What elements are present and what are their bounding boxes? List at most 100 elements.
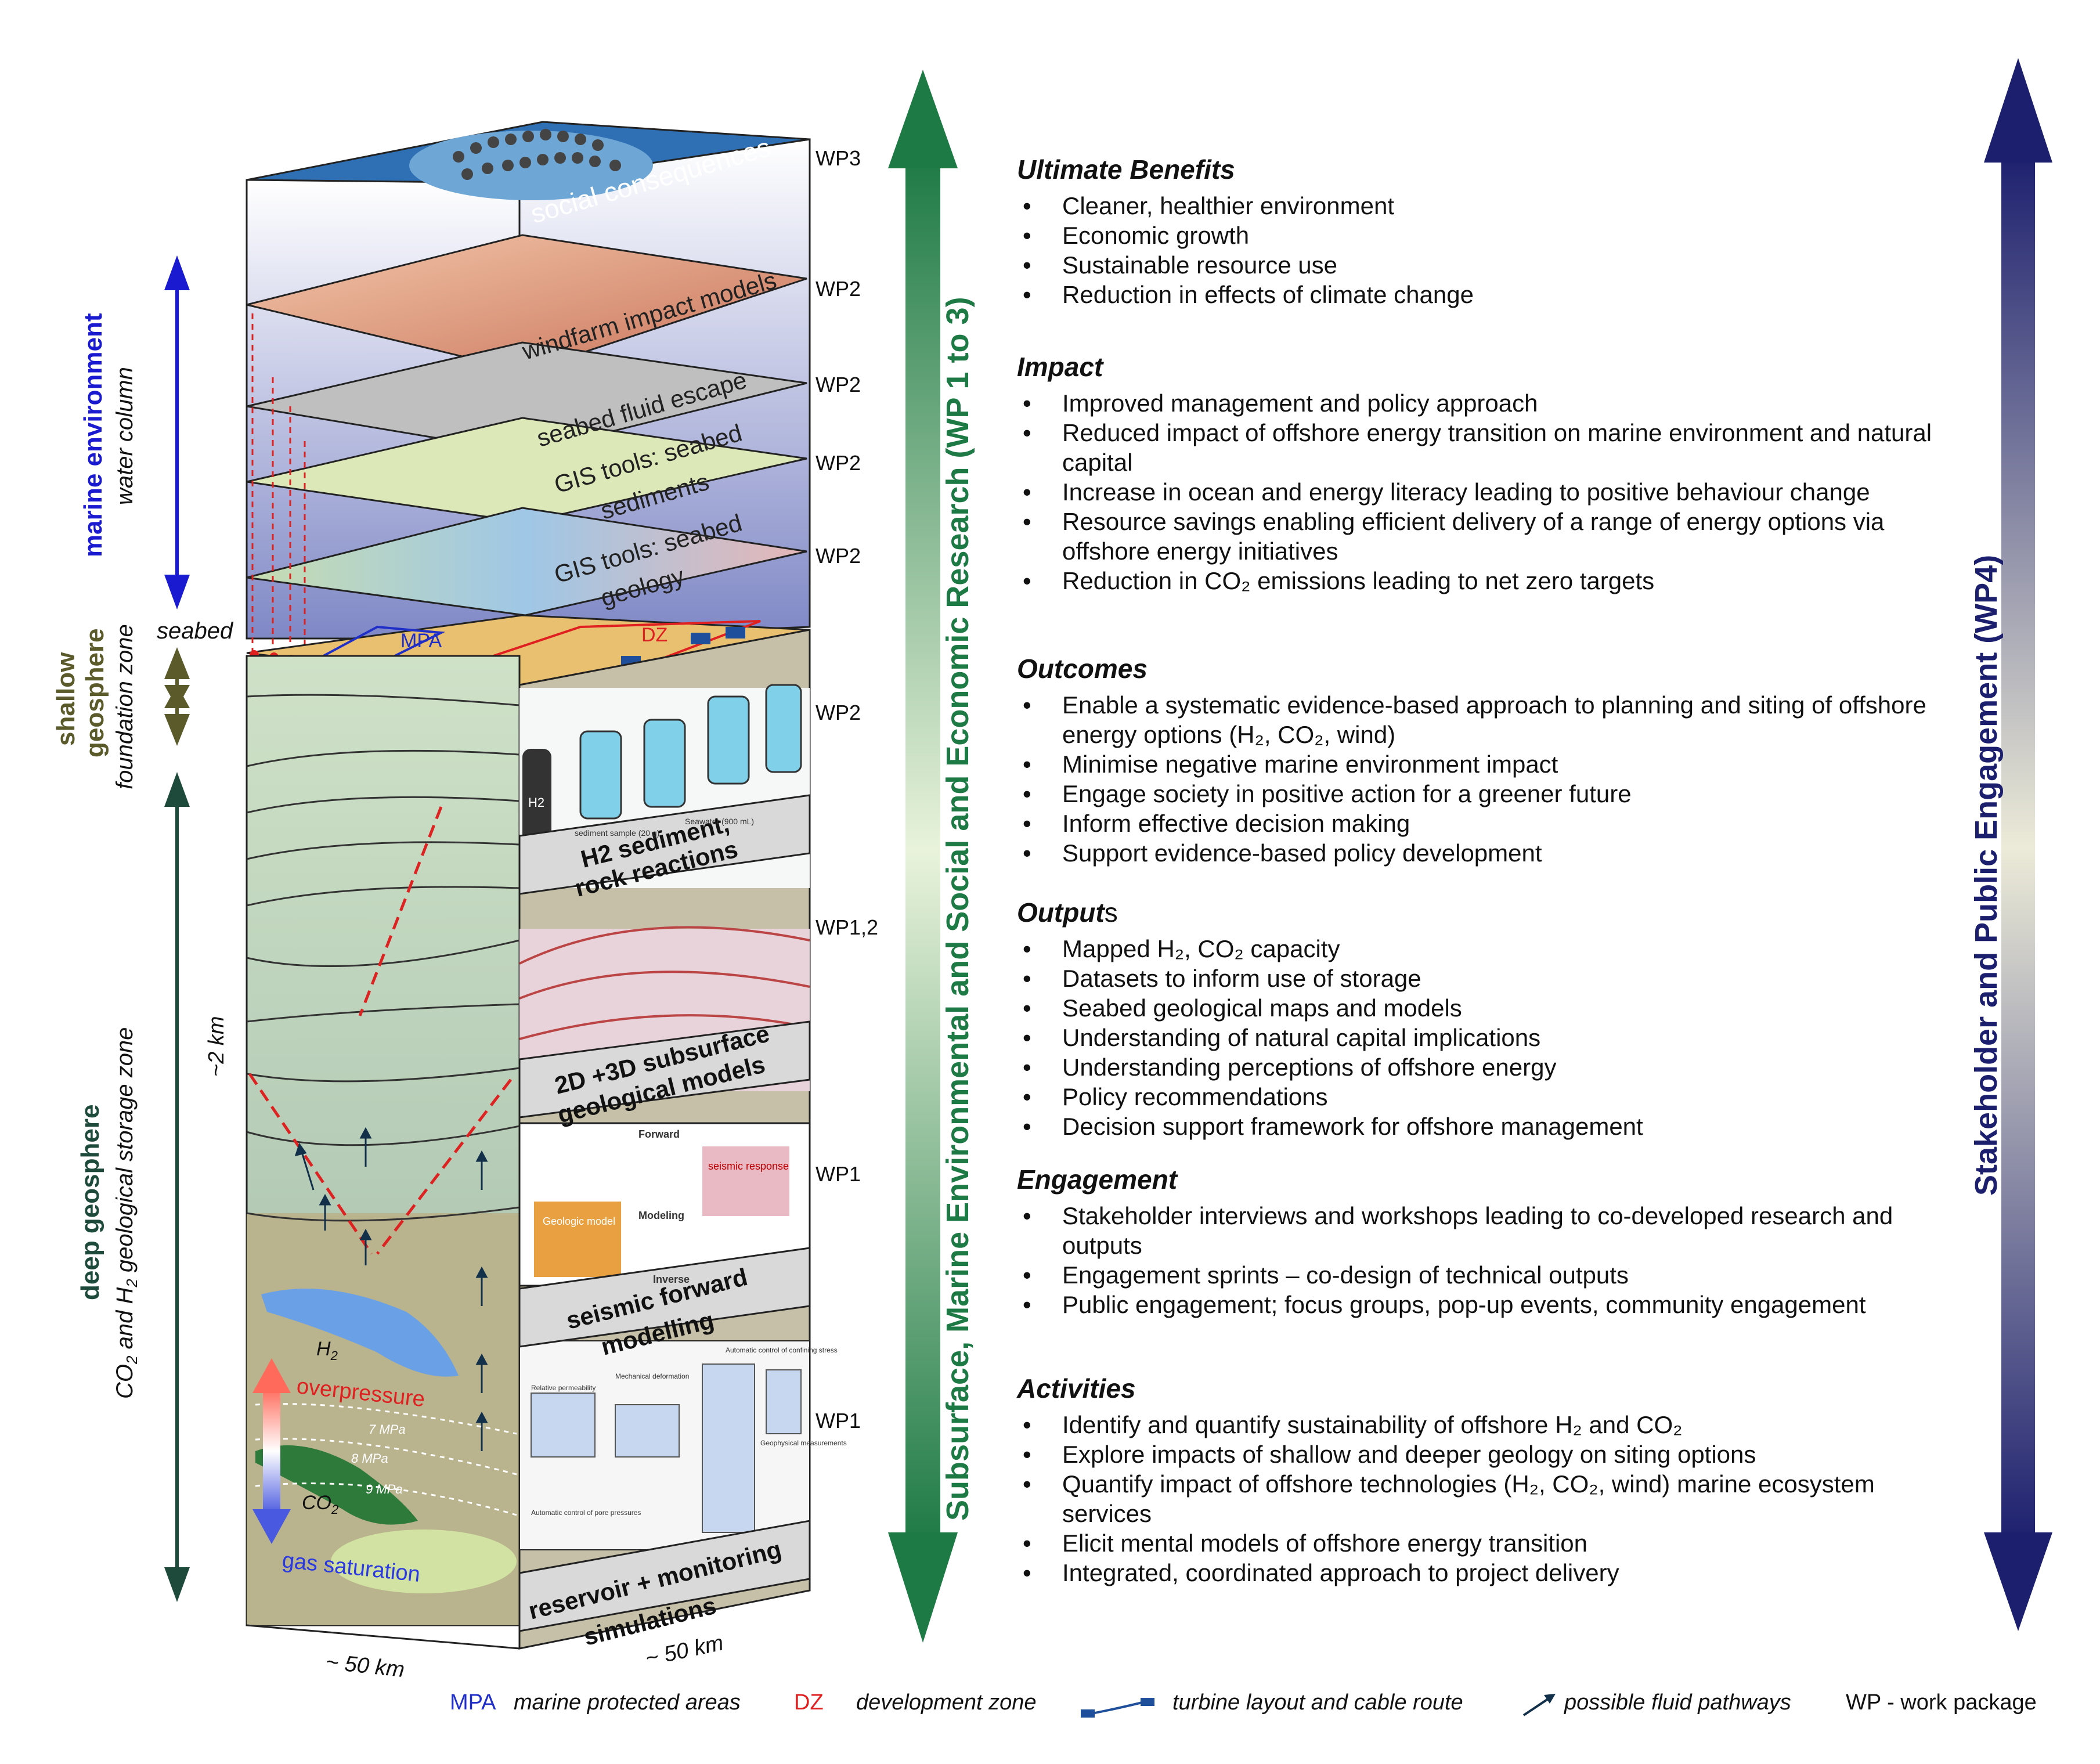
list-item: •Quantify impact of offshore technologie… bbox=[1023, 1470, 1875, 1527]
shallow-arrow bbox=[164, 647, 190, 746]
seismic-horizons bbox=[519, 926, 810, 1040]
label-strips bbox=[518, 794, 811, 1632]
crowd-people bbox=[453, 129, 621, 180]
sample-lines bbox=[251, 313, 306, 668]
list-item: •Resource savings enabling efficient del… bbox=[1023, 508, 1885, 565]
label-width-right: ~ 50 km bbox=[643, 1630, 726, 1671]
label-co2-plume: CO2 bbox=[302, 1492, 338, 1517]
label-geologic-model: Geologic model bbox=[543, 1215, 615, 1227]
wp-label: WP2 bbox=[816, 451, 861, 475]
navy-arrow-label: Stakeholder and Public Engagement (WP4) bbox=[1969, 555, 2004, 1196]
list-item: •Integrated, coordinated approach to pro… bbox=[1023, 1559, 1619, 1586]
gis-sediments-layer bbox=[246, 417, 807, 524]
windfarm-layer bbox=[246, 234, 807, 373]
label-mpa9: 9 MPa bbox=[366, 1482, 403, 1496]
fluid-arrows bbox=[294, 1127, 488, 1451]
turbine-cable-icon bbox=[1081, 1698, 1154, 1718]
pressure-arrow-up bbox=[252, 1358, 291, 1393]
label-seabed: seabed bbox=[157, 618, 234, 644]
label-h2-plume: H2 bbox=[316, 1338, 338, 1363]
h2-plume bbox=[261, 1289, 459, 1377]
list-item: •Engagement sprints – co-design of techn… bbox=[1023, 1261, 1629, 1289]
wp-label: WP1 bbox=[816, 1162, 861, 1186]
fluid-arrow-icon bbox=[1522, 1694, 1556, 1716]
seabed-fluid-layer bbox=[246, 341, 807, 454]
label-marine: marine environment bbox=[79, 313, 107, 557]
list-item: •Reduction in effects of climate change bbox=[1023, 281, 1474, 308]
list-item: •Inform effective decision making bbox=[1023, 810, 1410, 837]
base-line bbox=[246, 1624, 520, 1650]
section-outcomes: Outcomes •Enable a systematic evidence-b… bbox=[1010, 653, 1962, 868]
list-item: •Mapped H₂, CO₂ capacity bbox=[1023, 935, 1340, 962]
lab-apparatus-parts bbox=[531, 1363, 802, 1533]
list-item: •Engage society in positive action for a… bbox=[1023, 780, 1632, 807]
pressure-contours bbox=[255, 1403, 517, 1516]
legend-dz-abbr: DZ bbox=[794, 1690, 824, 1715]
section-title: Engagement bbox=[1017, 1164, 1178, 1195]
section-ultimate-benefits: Ultimate Benefits •Cleaner, healthier en… bbox=[1010, 154, 1962, 309]
label-depth: ~2 km bbox=[204, 1016, 229, 1077]
section-list: •Identify and quantify sustainability of… bbox=[1010, 1410, 1962, 1588]
list-item: •Policy recommendations bbox=[1023, 1083, 1328, 1110]
legend: MPA marine protected areas DZ developmen… bbox=[450, 1690, 2037, 1718]
list-item: •Economic growth bbox=[1023, 222, 1250, 249]
section-list: •Enable a systematic evidence-based appr… bbox=[1010, 690, 1962, 868]
wp-label: WP1,2 bbox=[816, 915, 878, 939]
label-seawater: Seawater (900 mL) bbox=[685, 817, 754, 826]
list-item: •Public engagement; focus groups, pop-up… bbox=[1023, 1291, 1866, 1318]
label-mpa8: 8 MPa bbox=[351, 1451, 388, 1466]
geologic-model-cube bbox=[534, 1202, 621, 1277]
section-list: •Cleaner, healthier environment •Economi… bbox=[1010, 191, 1962, 309]
legend-fluid-text: possible fluid pathways bbox=[1564, 1690, 1791, 1715]
label-mech-def: Mechanical deformation bbox=[615, 1372, 689, 1380]
label-water-column: water column bbox=[112, 367, 138, 505]
list-item: •Stakeholder interviews and workshops le… bbox=[1023, 1202, 1893, 1259]
list-item: •Cleaner, healthier environment bbox=[1023, 192, 1395, 219]
list-item: •Support evidence-based policy developme… bbox=[1023, 839, 1542, 867]
wp-labels: WP3 WP2 WP2 WP2 WP2 WP2 WP1,2 WP1 WP1 bbox=[816, 146, 878, 1433]
label-geophys: Geophysical measurements bbox=[760, 1439, 847, 1447]
list-item: •Enable a systematic evidence-based appr… bbox=[1023, 691, 1926, 748]
label-auto-pore: Automatic control of pore pressures bbox=[531, 1509, 641, 1517]
label-deep: deep geosphere bbox=[76, 1105, 104, 1300]
label-h2-bottle: H2 bbox=[528, 795, 544, 810]
list-item: •Minimise negative marine environment im… bbox=[1023, 751, 1558, 778]
section-outputs: Outputs •Mapped H₂, CO₂ capacity •Datase… bbox=[1010, 897, 1962, 1141]
wp-label: WP2 bbox=[816, 373, 861, 396]
legend-dz-text: development zone bbox=[856, 1690, 1037, 1715]
wp-label: WP2 bbox=[816, 544, 861, 568]
list-item: •Understanding of natural capital implic… bbox=[1023, 1024, 1541, 1051]
label-dz: DZ bbox=[641, 624, 667, 646]
faults bbox=[248, 806, 512, 1255]
strata-lines bbox=[246, 694, 520, 1222]
legend-turbine-text: turbine layout and cable route bbox=[1172, 1690, 1463, 1715]
marine-arrow bbox=[164, 255, 190, 609]
pressure-arrow-shaft bbox=[263, 1387, 280, 1515]
section-title: Impact bbox=[1017, 352, 1103, 382]
green-arrow-label: Subsurface, Marine Environmental and Soc… bbox=[940, 297, 975, 1521]
gis-geology-layer bbox=[246, 507, 807, 616]
section-impact: Impact •Improved management and policy a… bbox=[1010, 351, 1962, 596]
list-item: •Sustainable resource use bbox=[1023, 251, 1337, 279]
green-arrow bbox=[888, 70, 958, 1643]
label-shallow-1: shallow bbox=[52, 652, 80, 746]
section-title: Activities bbox=[1017, 1373, 1136, 1404]
legend-wp-text: WP - work package bbox=[1846, 1690, 2037, 1715]
co2-halo bbox=[331, 1529, 517, 1593]
section-engagement: Engagement •Stakeholder interviews and w… bbox=[1010, 1164, 1962, 1319]
label-storage-zone: CO2 and H2 geological storage zone bbox=[112, 1027, 140, 1399]
deep-arrow bbox=[164, 772, 190, 1602]
seismic-response-cube bbox=[702, 1146, 789, 1216]
label-modeling: Modeling bbox=[638, 1210, 684, 1221]
wp-label: WP2 bbox=[816, 701, 861, 724]
list-item: •Improved management and policy approach bbox=[1023, 389, 1538, 417]
list-item: •Elicit mental models of offshore energy… bbox=[1023, 1529, 1588, 1557]
section-list: •Mapped H₂, CO₂ capacity •Datasets to in… bbox=[1010, 934, 1962, 1141]
label-mpa7: 7 MPa bbox=[369, 1422, 406, 1437]
label-rel-perm: Relative permeability bbox=[531, 1384, 596, 1392]
legend-mpa-text: marine protected areas bbox=[514, 1690, 741, 1715]
list-item: •Decision support framework for offshore… bbox=[1023, 1113, 1643, 1140]
list-item: •Increase in ocean and energy literacy l… bbox=[1023, 478, 1870, 506]
pressure-arrow-down bbox=[252, 1509, 291, 1544]
list-item: •Identify and quantify sustainability of… bbox=[1023, 1411, 1683, 1438]
